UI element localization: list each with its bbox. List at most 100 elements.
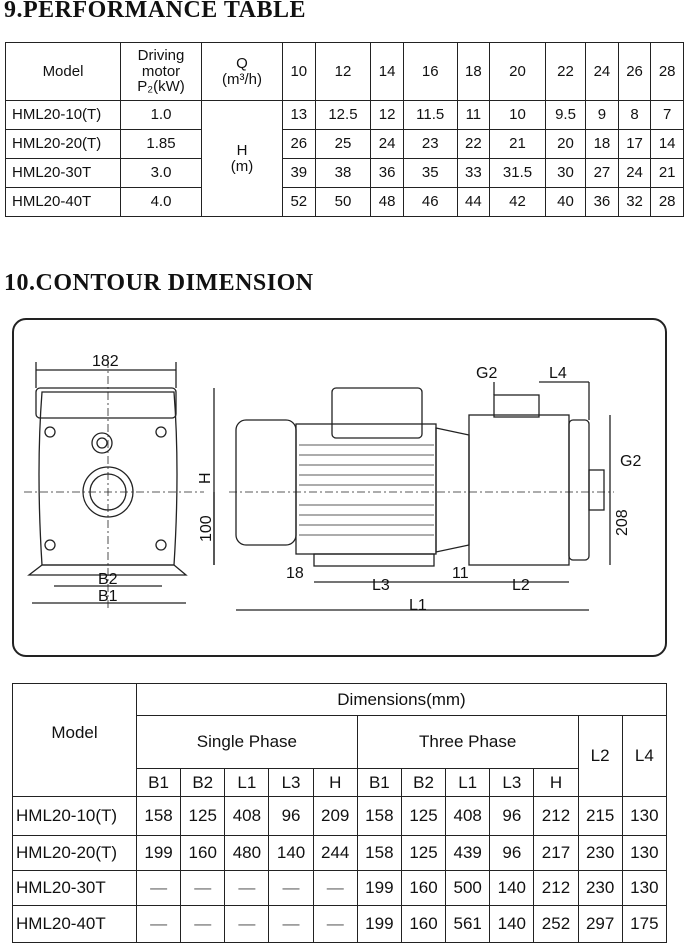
dimension-cell: 244 — [312, 835, 358, 871]
dim-g2-side: G2 — [620, 453, 641, 470]
head-cell: 21 — [489, 129, 546, 159]
dimension-cell: — — [312, 905, 358, 943]
dim-l1: L1 — [409, 597, 427, 614]
dimensions-phase-row: Single Phase Three Phase L2 L4 — [13, 715, 668, 797]
head-cell: 28 — [650, 187, 684, 217]
head-cell: 7 — [650, 100, 684, 130]
dimensions-table: Model Dimensions(mm) Single Phase Three … — [12, 683, 668, 943]
header-motor-line3: P₂(kW) — [137, 78, 185, 96]
head-cell: 12.5 — [314, 100, 372, 130]
head-cell: 50 — [314, 187, 372, 217]
dimension-cell: 500 — [445, 870, 491, 906]
header-q-line2: (m³/h) — [222, 70, 262, 88]
head-cell: 48 — [370, 187, 404, 217]
dimension-cell: — — [224, 870, 270, 906]
sub-header-cell: B2 — [400, 768, 447, 797]
header-motor: Driving motor P₂(kW) — [120, 42, 202, 101]
head-cell: 18 — [585, 129, 619, 159]
front-view — [24, 360, 215, 610]
header-q-line1: Q — [236, 54, 248, 72]
flow-cell: 22 — [544, 42, 587, 101]
model-cell: HML20-20(T) — [5, 129, 121, 159]
dimension-cell: 96 — [489, 835, 535, 871]
flow-cell: 14 — [370, 42, 404, 101]
dimension-cell: 125 — [400, 796, 447, 836]
dim-g2-top: G2 — [476, 365, 497, 382]
dimension-cell: 130 — [621, 796, 668, 836]
head-cell: 33 — [456, 158, 491, 188]
sub-header-cell: B1 — [135, 768, 182, 797]
sub-header-cell: L3 — [268, 768, 314, 797]
dimension-cell: 439 — [445, 835, 491, 871]
header-motor-line1: Driving — [137, 46, 185, 64]
flow-cell: 20 — [489, 42, 546, 101]
dimension-cell: 96 — [268, 796, 314, 836]
head-cell: 11 — [456, 100, 491, 130]
dimension-cell: 160 — [400, 870, 447, 906]
side-view — [229, 381, 614, 611]
head-cell: 11.5 — [402, 100, 458, 130]
header-three-phase: Three Phase — [356, 715, 579, 769]
dimension-cell: 230 — [577, 870, 623, 906]
header-model: Model — [5, 42, 121, 101]
dimension-cell: 158 — [135, 796, 182, 836]
head-cell: 22 — [456, 129, 491, 159]
header-motor-line2: motor — [141, 62, 181, 80]
head-cell: 9.5 — [544, 100, 587, 130]
dimension-cell: — — [224, 905, 270, 943]
head-cell: 24 — [370, 129, 404, 159]
head-cell: 46 — [402, 187, 458, 217]
model-cell: HML20-30T — [12, 870, 137, 906]
head-cell: 20 — [544, 129, 587, 159]
power-cell: 1.85 — [120, 129, 202, 159]
dim-l3: L3 — [372, 577, 390, 594]
sub-header-cell: L1 — [224, 768, 270, 797]
sub-header-cell: H — [533, 768, 579, 797]
dimension-cell: 160 — [180, 835, 226, 871]
flow-cell: 26 — [617, 42, 652, 101]
model-cell: HML20-30T — [5, 158, 121, 188]
head-label-line1: H — [236, 141, 248, 159]
head-cell: 36 — [585, 187, 619, 217]
head-label: H(m) — [201, 100, 283, 217]
head-cell: 14 — [650, 129, 684, 159]
power-cell: 1.0 — [120, 100, 202, 130]
dimension-cell: 96 — [489, 796, 535, 836]
dim-b2: B2 — [98, 571, 118, 588]
header-q: Q (m³/h) — [201, 42, 283, 101]
dim-18: 18 — [286, 565, 304, 582]
dimension-cell: 125 — [180, 796, 226, 836]
dim-208: 208 — [614, 509, 631, 536]
contour-drawing: 182 H 100 B2 B1 G2 L4 G2 208 18 L3 11 L2… — [12, 318, 667, 657]
head-cell: 24 — [617, 158, 652, 188]
head-cell: 39 — [282, 158, 316, 188]
head-label-line2: (m) — [230, 157, 254, 175]
power-cell: 4.0 — [120, 187, 202, 217]
sub-header-cell: B1 — [356, 768, 402, 797]
dimension-cell: 408 — [224, 796, 270, 836]
dim-100: 100 — [198, 515, 215, 542]
dimensions-title-row: Model Dimensions(mm) — [12, 683, 667, 797]
dimension-cell: 140 — [489, 870, 535, 906]
head-cell: 27 — [585, 158, 619, 188]
dimension-cell: 480 — [224, 835, 270, 871]
head-cell: 8 — [617, 100, 652, 130]
dimension-cell: 175 — [621, 905, 668, 943]
dimension-cell: 140 — [489, 905, 535, 943]
model-cell: HML20-10(T) — [12, 796, 137, 836]
dimension-cell: 561 — [445, 905, 491, 943]
sub-header-cell: L3 — [489, 768, 535, 797]
dim-l2: L2 — [512, 577, 530, 594]
head-cell: 44 — [456, 187, 491, 217]
dimension-cell: 158 — [356, 835, 402, 871]
dimension-cell: 199 — [356, 905, 402, 943]
dimension-cell: 408 — [445, 796, 491, 836]
dimension-cell: — — [268, 870, 314, 906]
head-cell: 9 — [585, 100, 619, 130]
dimension-cell: 252 — [533, 905, 579, 943]
flow-cell: 12 — [314, 42, 372, 101]
head-cell: 32 — [617, 187, 652, 217]
